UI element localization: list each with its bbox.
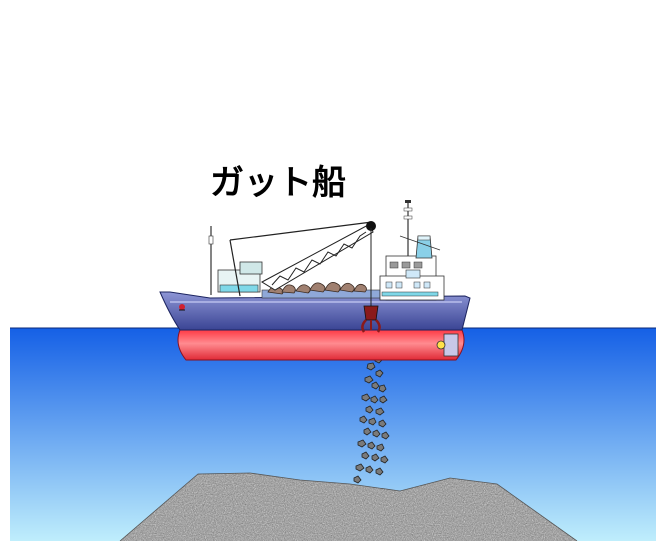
diagram-title: ガット船 xyxy=(210,163,346,203)
grab-bucket-icon xyxy=(361,305,381,333)
crane-icon xyxy=(229,221,381,333)
rubble-mound-icon xyxy=(119,472,578,541)
cargo-stones xyxy=(267,282,367,295)
gut-ship-icon xyxy=(159,200,471,361)
